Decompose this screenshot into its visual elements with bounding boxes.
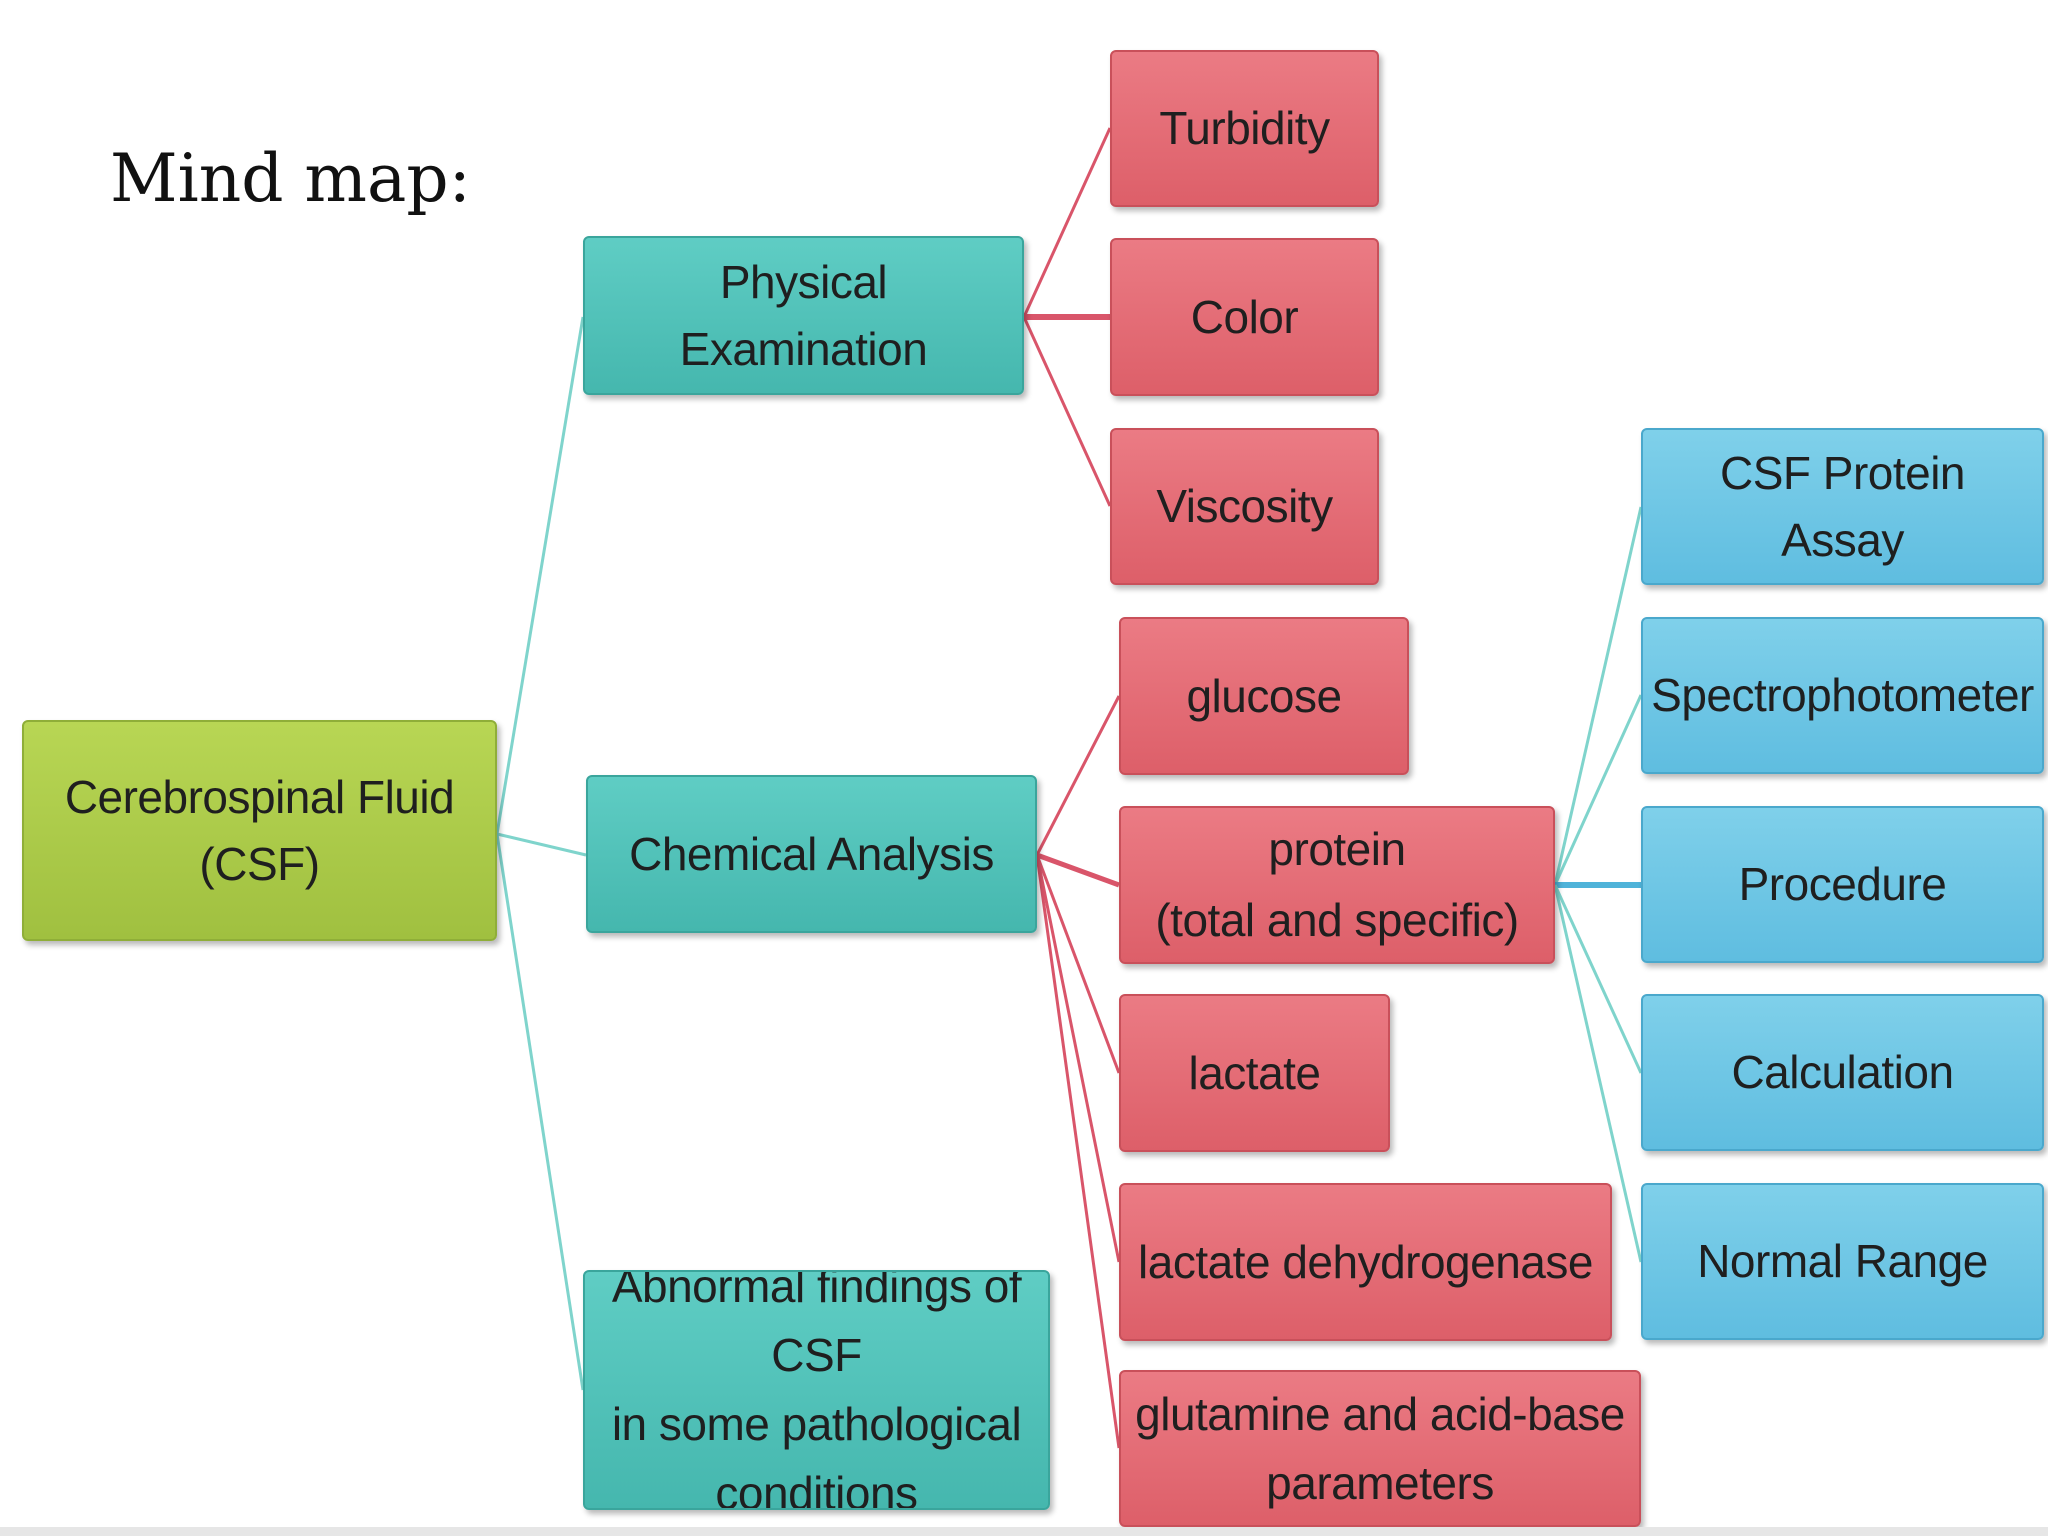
link-physical-turbidity xyxy=(1022,127,1112,318)
link-protein-normal-range xyxy=(1553,884,1643,1263)
node-viscosity: Viscosity xyxy=(1110,428,1379,585)
link-chemical-glutamine xyxy=(1035,854,1121,1449)
node-procedure: Procedure xyxy=(1641,806,2044,963)
bottom-edge-bar xyxy=(0,1527,2048,1536)
branch-physical-examination: Physical Examination xyxy=(583,236,1024,395)
node-turbidity: Turbidity xyxy=(1110,50,1379,207)
link-chemical-protein xyxy=(1036,852,1120,888)
link-protein-calculation xyxy=(1553,884,1643,1074)
node-lactate: lactate xyxy=(1119,994,1390,1152)
link-physical-viscosity xyxy=(1022,316,1112,507)
root-node-csf: Cerebrospinal Fluid (CSF) xyxy=(22,720,497,941)
node-protein: protein (total and specific) xyxy=(1119,806,1555,964)
link-chemical-ldh xyxy=(1035,854,1121,1263)
link-protein-spectro xyxy=(1553,694,1643,886)
node-normal-range: Normal Range xyxy=(1641,1183,2044,1340)
link-root-physical xyxy=(495,316,585,835)
link-root-chemical xyxy=(496,832,587,857)
link-chemical-lactate xyxy=(1035,854,1121,1074)
node-color: Color xyxy=(1110,238,1379,396)
branch-chemical-analysis: Chemical Analysis xyxy=(586,775,1037,933)
node-spectrophotometer: Spectrophotometer xyxy=(1641,617,2044,774)
branch-abnormal-findings: Abnormal findings of CSF in some patholo… xyxy=(583,1270,1050,1510)
link-chemical-glucose xyxy=(1035,695,1121,856)
node-lactate-dehydrogenase: lactate dehydrogenase xyxy=(1119,1183,1612,1341)
node-glucose: glucose xyxy=(1119,617,1409,775)
node-csf-protein-assay: CSF Protein Assay xyxy=(1641,428,2044,585)
node-calculation: Calculation xyxy=(1641,994,2044,1151)
slide-title: Mind map: xyxy=(110,140,471,217)
link-protein-assay xyxy=(1553,506,1643,886)
link-root-abnormal xyxy=(495,833,585,1391)
node-glutamine-acid-base: glutamine and acid-base parameters xyxy=(1119,1370,1641,1527)
